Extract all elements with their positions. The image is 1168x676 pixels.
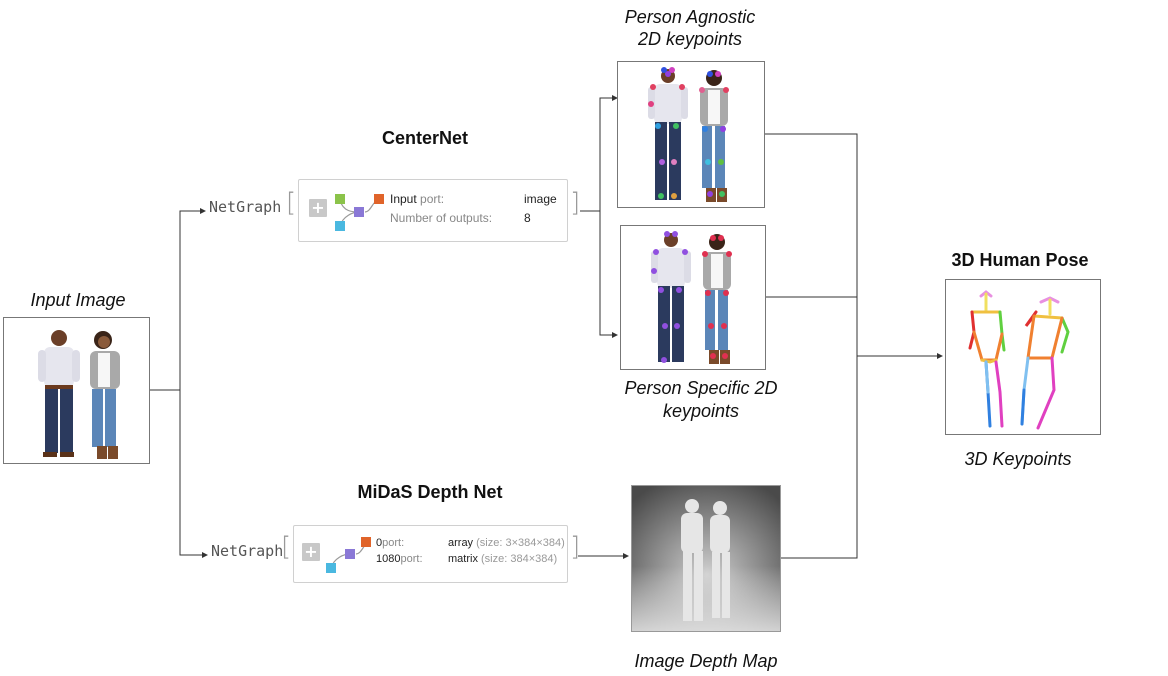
agnostic-label: Person Agnostic 2D keypoints: [600, 6, 780, 50]
specific-photo: [651, 231, 732, 364]
plus-icon[interactable]: +: [309, 199, 327, 217]
keypoints3d-label: 3D Keypoints: [964, 449, 1072, 469]
keypoint-dots: [648, 67, 729, 199]
input-image: [3, 317, 150, 464]
wire-split-midas: [179, 390, 208, 558]
specific-label-line2: keypoints: [662, 401, 740, 421]
centernet-netgraph-word: NetGraph: [209, 198, 282, 216]
midas-row2: 1080port:: [376, 553, 423, 565]
centernet-row1-value: image: [524, 192, 557, 206]
depth-map-label: Image Depth Map: [634, 651, 778, 671]
specific-label-line1: Person Specific 2D: [624, 378, 778, 398]
midas-title: MiDaS Depth Net: [357, 482, 503, 502]
centernet-row1-port: port:: [420, 192, 445, 206]
midas-row2-key: 1080: [376, 553, 401, 565]
wire-agnostic-merge: [765, 133, 858, 356]
midas-netgraph-word: NetGraph: [211, 542, 284, 560]
centernet-row1-key: Input: [390, 192, 417, 206]
centernet-title: CenterNet: [381, 128, 469, 148]
midas-row2-value: matrix: [448, 553, 478, 565]
graph-nodes-icon: [335, 194, 384, 231]
midas-row1-value: array: [448, 537, 474, 549]
midas-row1: 0port:: [376, 537, 404, 549]
midas-row1-key: 0: [376, 537, 383, 549]
depth-photo: [632, 486, 780, 631]
graph-nodes-icon: [326, 537, 371, 573]
pose-title: 3D Human Pose: [951, 250, 1089, 270]
agnostic-photo: [648, 67, 729, 202]
pose-3d-image: [945, 279, 1101, 435]
centernet-netgraph[interactable]: + Input port: image Number of outputs: 8: [298, 179, 568, 242]
input-image-label: Input Image: [30, 290, 126, 310]
wire-depth-merge: [781, 356, 858, 559]
midas-bracket-right: ]: [570, 532, 581, 562]
centernet-row-input: Input port:: [390, 192, 444, 206]
agnostic-label-line2: 2D keypoints: [637, 29, 743, 49]
centernet-bracket-left: [: [286, 188, 297, 218]
midas-bracket-left: [: [281, 532, 292, 562]
centernet-row2-value: 8: [524, 211, 531, 225]
specific-keypoints-image: [620, 225, 766, 370]
midas-row1-port: port:: [382, 537, 405, 549]
midas-row2-value-wrap: matrix (size: 384×384): [448, 553, 557, 565]
midas-row2-size: (size: 384×384): [481, 553, 558, 565]
midas-netgraph[interactable]: + 0port: array (size: 3×384×384) 1080por…: [293, 525, 568, 583]
people-photo: [38, 330, 120, 459]
person-specific-dots: [651, 231, 732, 363]
agnostic-label-line1: Person Agnostic: [624, 7, 756, 27]
depth-map-image: [631, 485, 781, 632]
specific-label: Person Specific 2D keypoints: [606, 377, 796, 423]
midas-row1-value-wrap: array (size: 3×384×384): [448, 537, 565, 549]
wire-to-agnostic: [599, 95, 618, 211]
midas-row2-port: port:: [400, 553, 423, 565]
plus-icon[interactable]: +: [302, 543, 320, 561]
agnostic-keypoints-image: [617, 61, 765, 208]
midas-row1-size: (size: 3×384×384): [476, 537, 565, 549]
wire-to-specific: [599, 211, 618, 338]
centernet-row2-key: Number of outputs:: [390, 211, 493, 225]
centernet-bracket-right: ]: [570, 188, 581, 218]
skeleton-figure: [968, 290, 1070, 430]
wire-split-centernet: [179, 208, 206, 390]
